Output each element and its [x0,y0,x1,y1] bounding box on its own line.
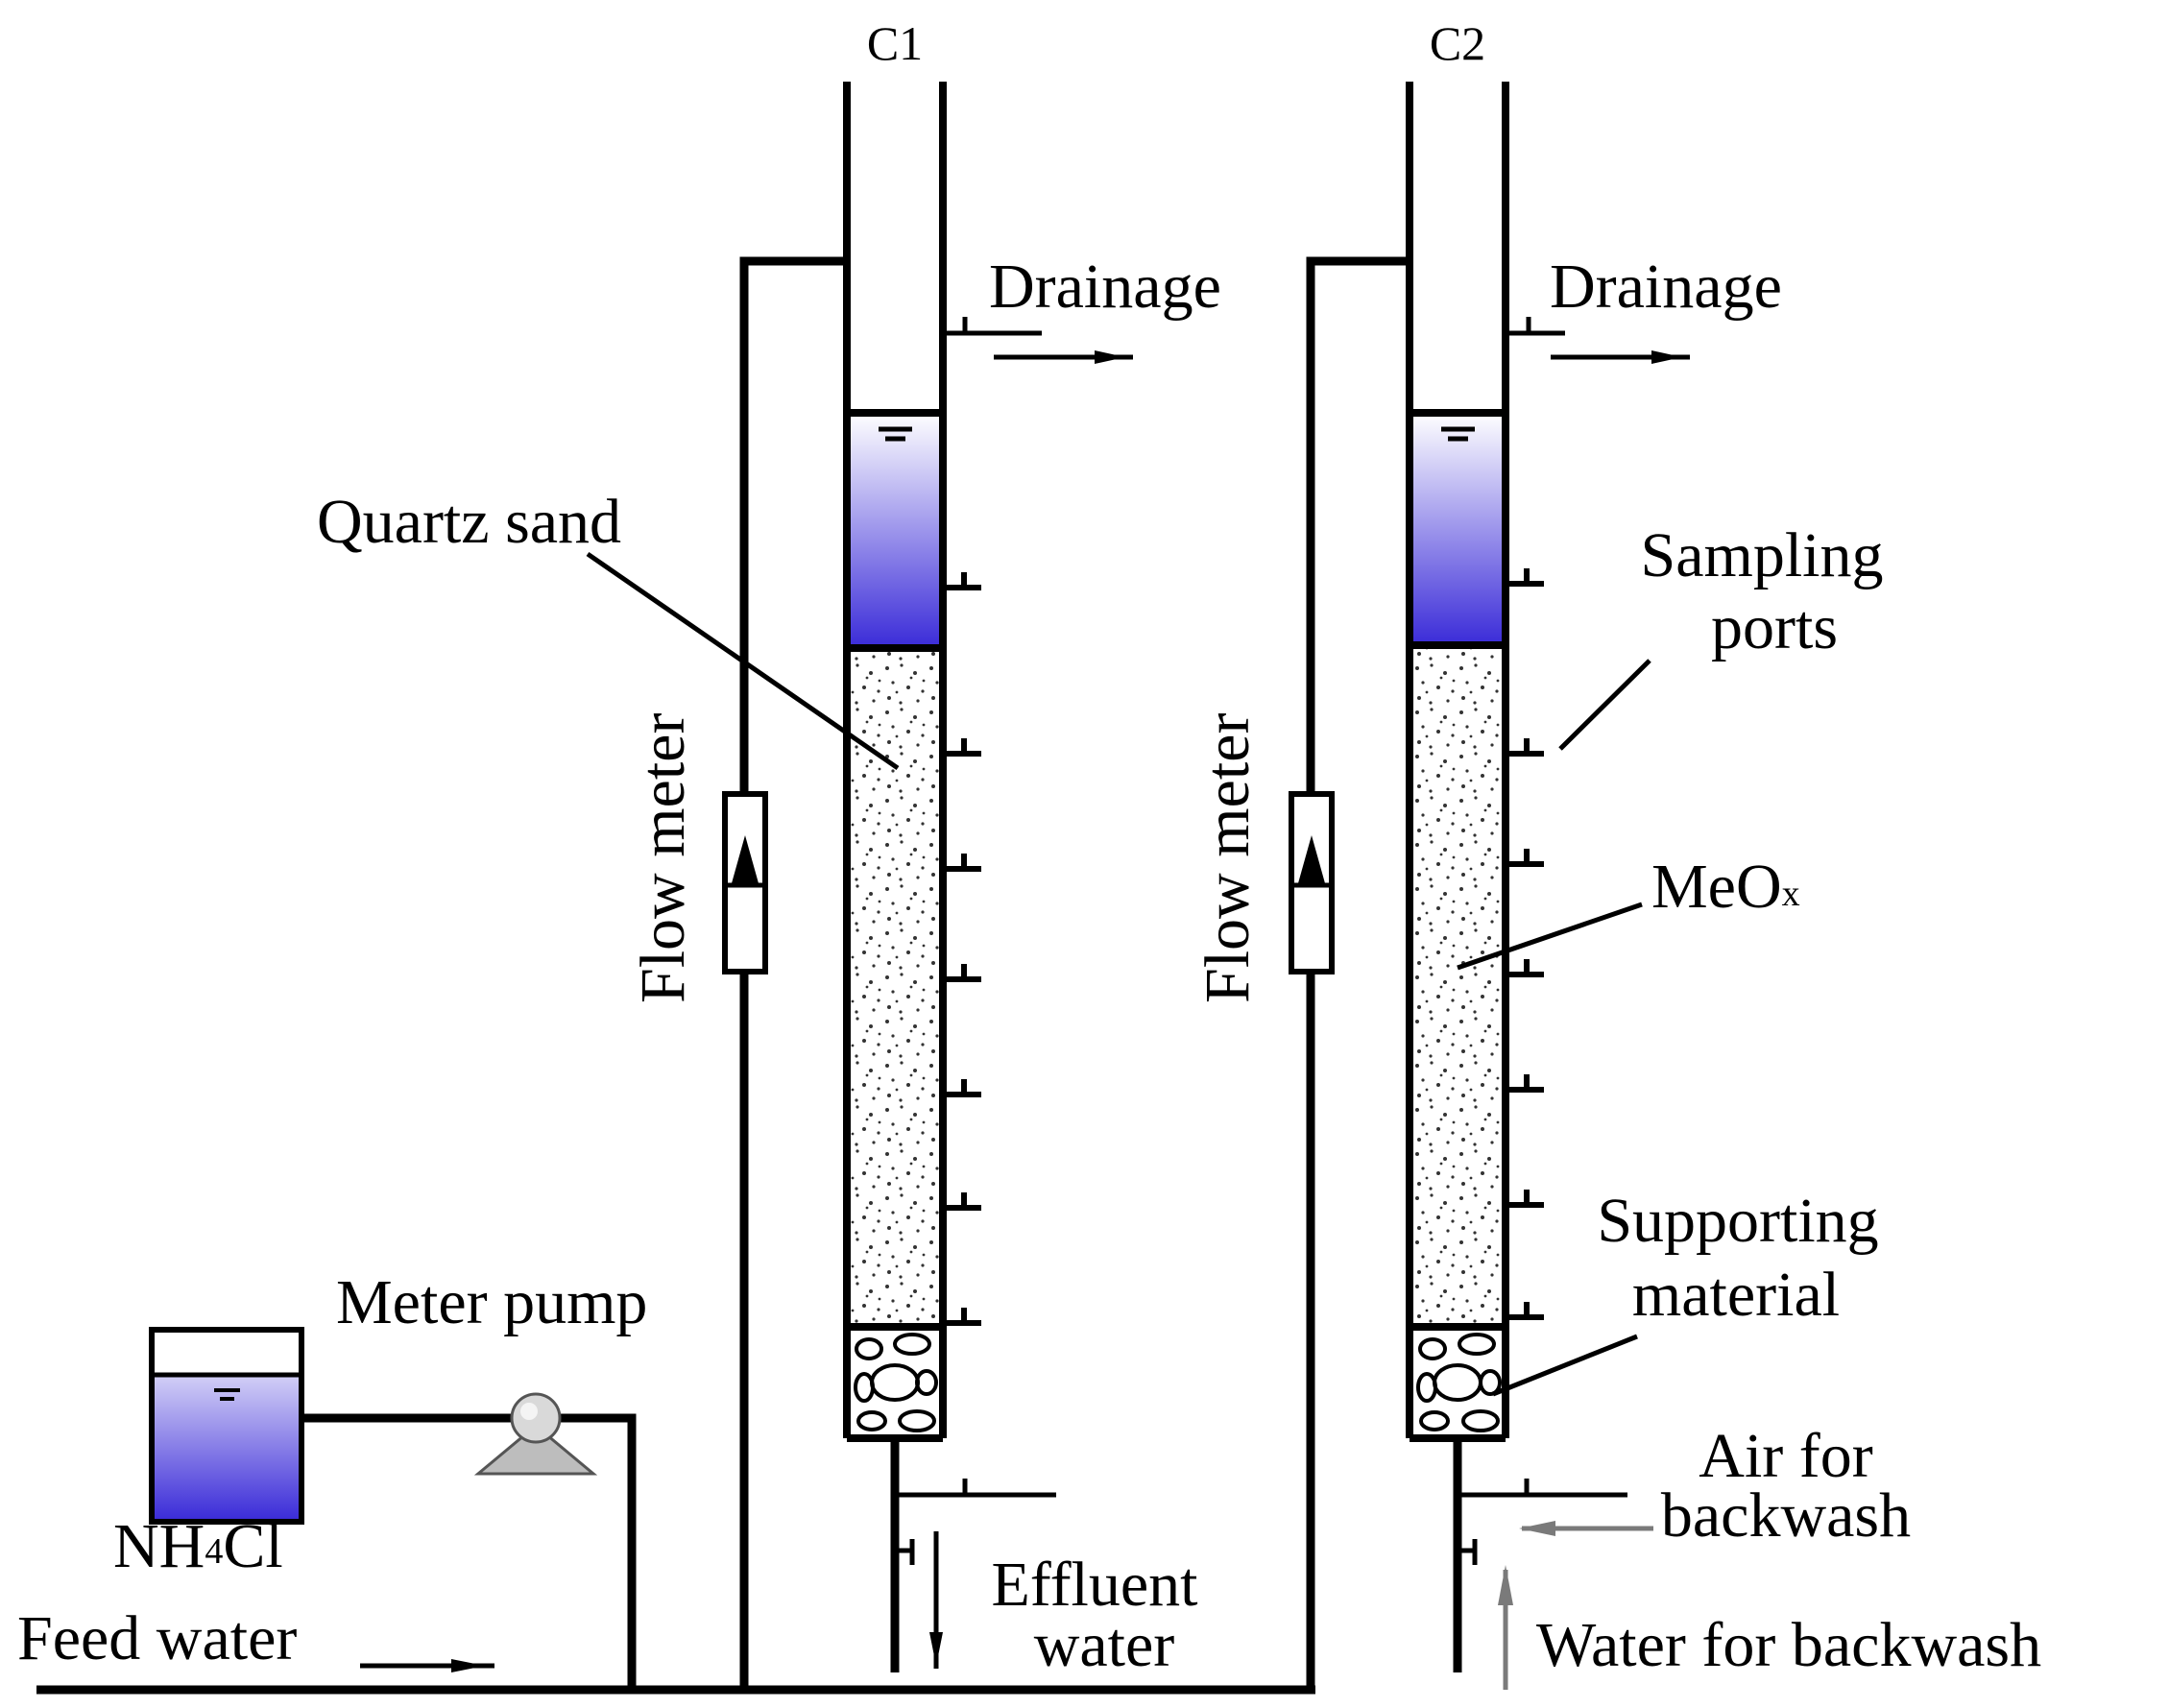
water-level-mark-c1 [879,426,912,442]
label-effluent-water: Effluent [991,1550,1197,1620]
leader-quartz-sand [586,551,900,771]
support-gravel-c2 [1416,1333,1502,1432]
label-water-backwash: Water for backwash [1536,1610,2041,1680]
label-supporting-material-2: material [1632,1260,1840,1330]
water-level-mark-c2 [1441,426,1475,442]
flow-meter-c1 [722,791,768,974]
quartz-sand-layer [851,652,939,1326]
feed-pipe-c2 [1306,256,1410,1690]
air-backwash-arrow [1519,1521,1653,1536]
label-flow-meter-c2: Flow meter [1193,713,1263,1003]
water-layer-c1 [851,413,939,648]
water-layer-c2 [1413,413,1502,645]
drainage-outlet-c2 [1506,317,1690,364]
effluent-outlet-c1 [890,1438,1056,1672]
feed-pipe-c1 [739,256,847,1690]
leader-meox [1457,902,1643,971]
label-c1: C1 [867,16,923,70]
label-flow-meter-c1: Flow meter [628,713,698,1003]
label-feed-water: Feed water [17,1603,297,1673]
backwash-inlet-c2 [1453,1438,1627,1672]
label-quartz-sand: Quartz sand [317,487,621,557]
leader-supporting-material [1492,1334,1638,1397]
drainage-outlet-c1 [943,317,1133,364]
sampling-ports-c2 [1506,568,1544,1320]
column-c2 [1406,82,1509,1442]
label-air-backwash: Air for [1699,1421,1872,1491]
flow-meter-c2 [1289,791,1335,974]
label-supporting-material: Supporting [1597,1186,1878,1256]
label-drainage-c2: Drainage [1550,252,1782,322]
label-effluent-water-2: water [1034,1610,1175,1680]
leader-sampling-ports [1558,659,1651,751]
water-backwash-arrow [1498,1565,1513,1690]
column-c1 [843,82,947,1442]
label-air-backwash-2: backwash [1661,1480,1911,1551]
feed-water-arrow [360,1659,494,1672]
meter-pump [473,1392,598,1476]
label-nh4cl: NH4Cl [113,1511,283,1581]
nh4cl-tank [149,1327,304,1525]
sampling-ports-c1 [943,572,981,1326]
label-meter-pump: Meter pump [336,1267,647,1337]
label-meox: MeOx [1651,852,1800,922]
label-sampling-ports-2: ports [1711,592,1838,662]
support-gravel-c1 [854,1333,938,1432]
dosing-line [301,1413,637,1690]
meox-layer [1413,649,1502,1326]
label-drainage-c1: Drainage [989,252,1221,322]
label-c2: C2 [1430,16,1485,70]
label-sampling-ports: Sampling [1640,520,1883,590]
